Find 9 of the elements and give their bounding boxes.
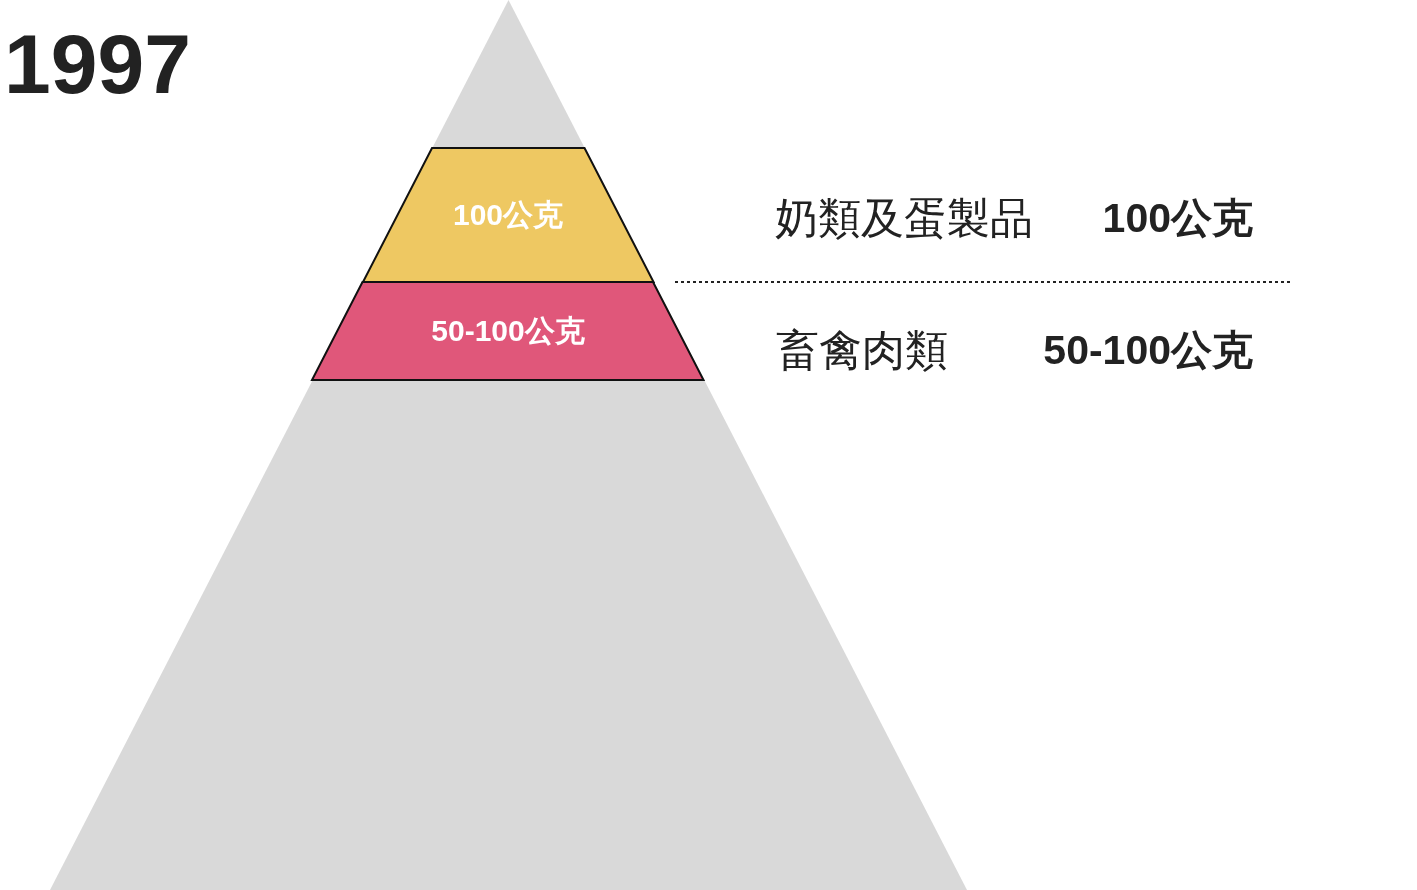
tier-amount: 100公克 [452,197,563,233]
serving-amount: 100公克 [1102,194,1253,243]
year-title: 1997 [4,22,191,106]
food-group-name: 畜禽肉類 [776,325,948,376]
food-group-name: 奶類及蛋製品 [775,193,1033,244]
pyramid-tier [362,148,654,282]
tier-amount: 50-100公克 [431,313,585,349]
pyramid-tier [312,282,704,380]
serving-amount: 50-100公克 [1043,326,1253,375]
